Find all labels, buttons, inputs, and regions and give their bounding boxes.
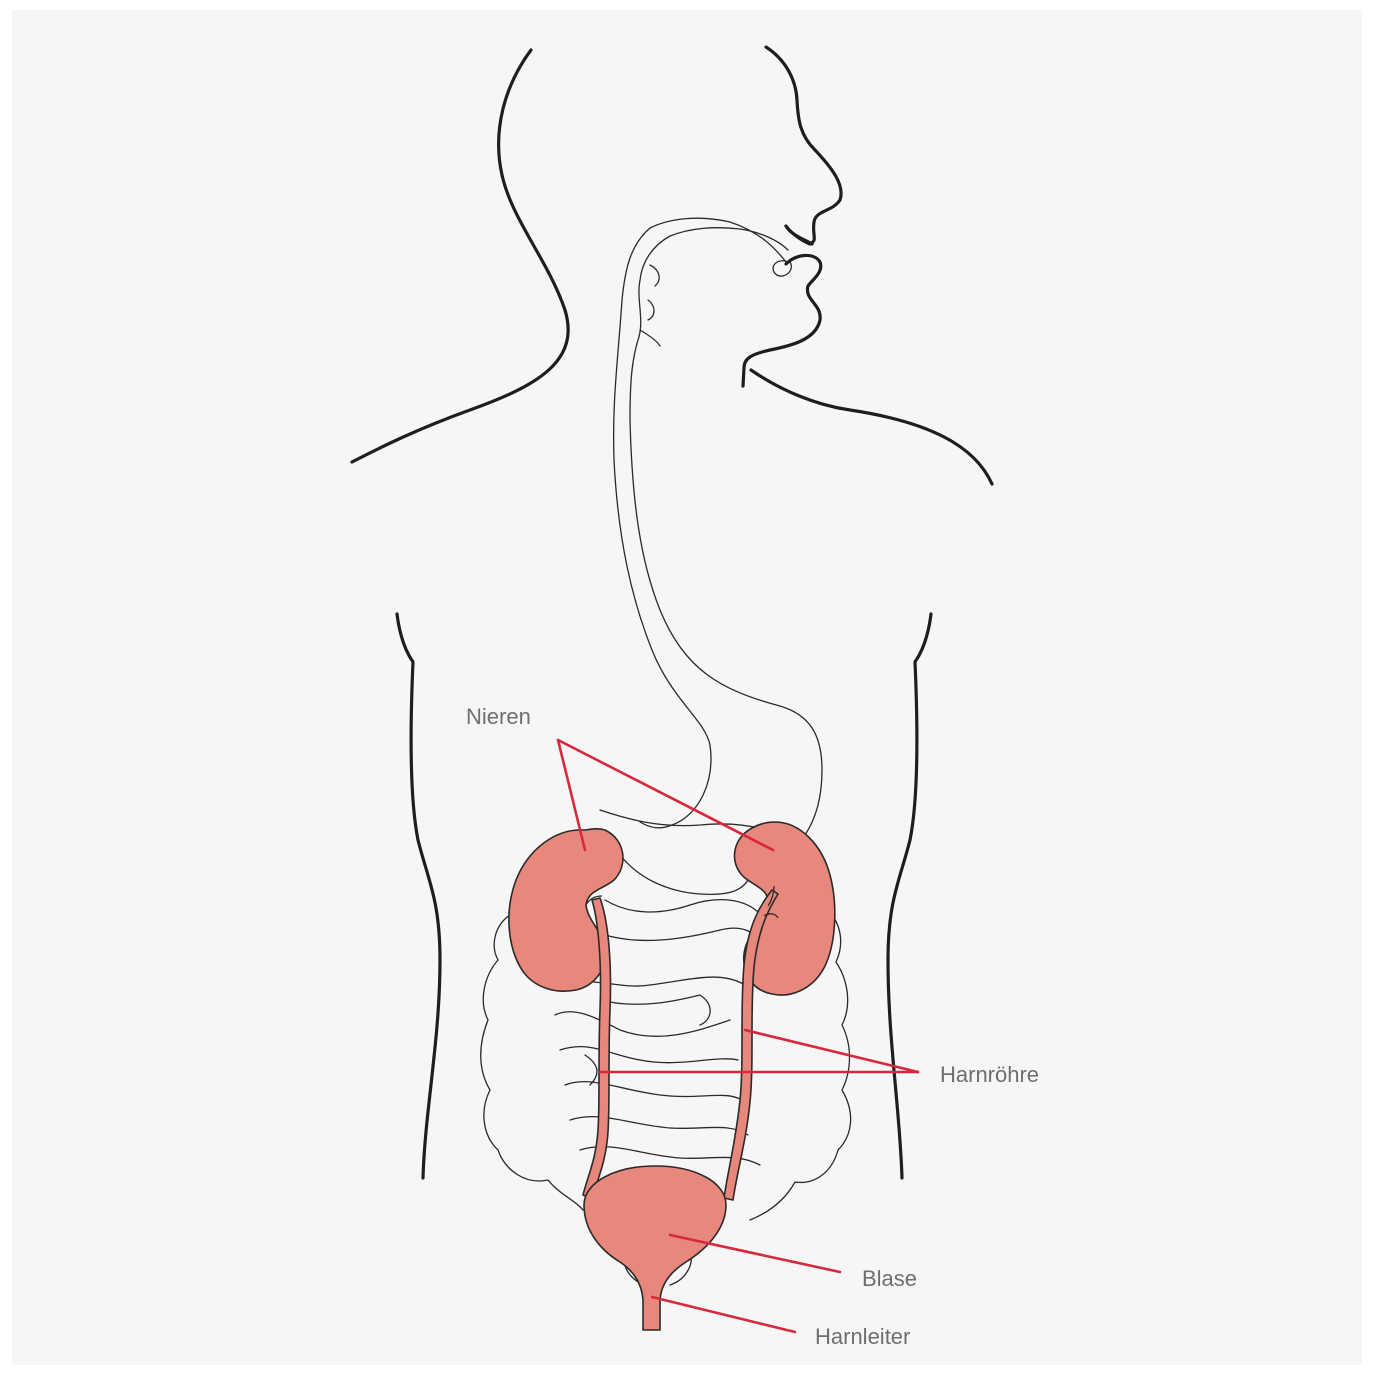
- lips-outline: [743, 226, 821, 386]
- label-kidneys: Nieren: [466, 706, 531, 728]
- torso-right-outline: [888, 614, 931, 1178]
- ureter-leader: [652, 1297, 795, 1332]
- throat-detail: [640, 261, 791, 346]
- label-ureter: Harnleiter: [815, 1326, 910, 1348]
- torso-left-outline: [397, 614, 440, 1178]
- label-urethra: Harnröhre: [940, 1064, 1039, 1086]
- throat-inner-outline: [630, 228, 822, 835]
- label-bladder: Blase: [862, 1268, 917, 1290]
- urinary-organs: [509, 822, 835, 1330]
- neck-shoulder-right: [751, 370, 992, 484]
- body-outline: [352, 47, 992, 1178]
- head-back-outline: [352, 50, 568, 462]
- bladder: [584, 1166, 726, 1330]
- face-profile-outline: [766, 47, 841, 244]
